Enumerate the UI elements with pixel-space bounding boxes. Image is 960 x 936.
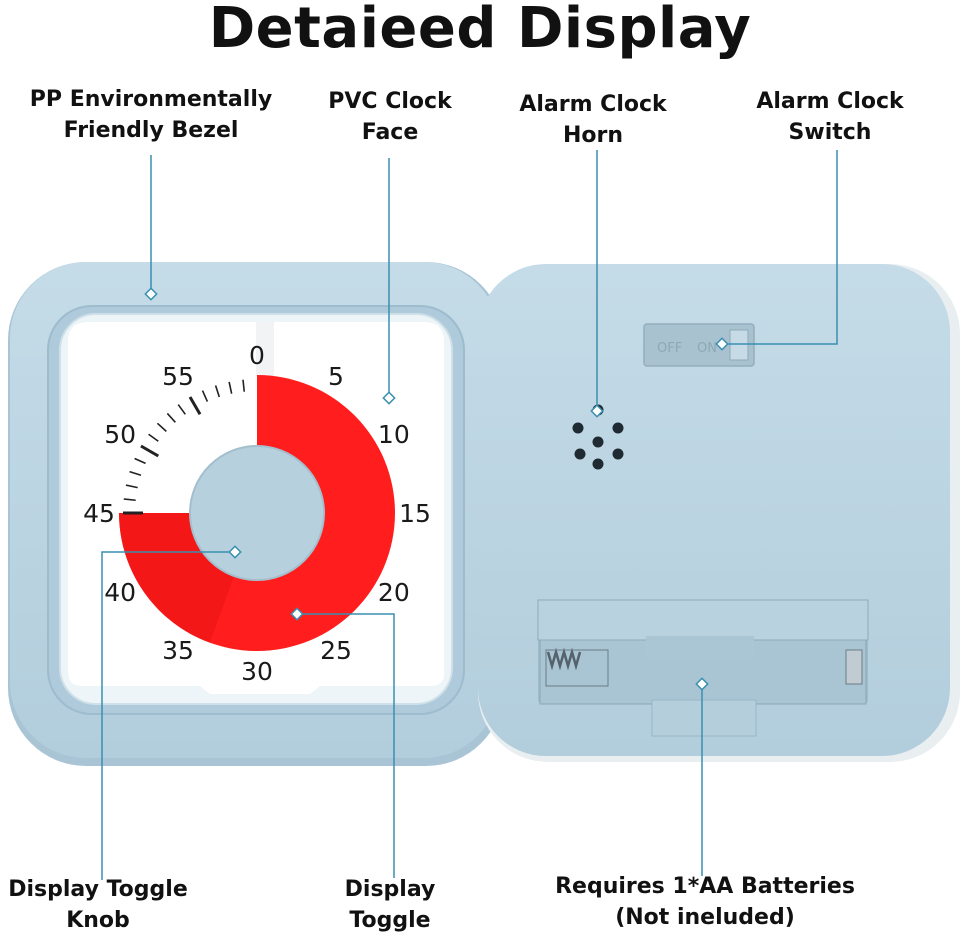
face-label-line2: Face (361, 120, 419, 145)
bezel-label: PP Environmentally Friendly Bezel (20, 84, 282, 146)
dial-number: 30 (241, 657, 273, 686)
dial-number: 5 (328, 362, 344, 391)
dial-tick (134, 457, 146, 465)
dial-tick (242, 379, 246, 392)
horn-label: Alarm Clock Horn (503, 89, 683, 151)
switch-label: Alarm Clock Switch (740, 86, 920, 148)
dial-number: 55 (162, 362, 194, 391)
horn-label-line2: Horn (562, 123, 624, 148)
bezel-label-line2: Friendly Bezel (63, 118, 239, 143)
face-label-line1: PVC Clock (328, 89, 452, 114)
switch-leader (723, 150, 838, 345)
page-title: Detaieed Display (208, 0, 752, 61)
knob-label-line2: Knob (66, 908, 130, 933)
dial-tick (156, 422, 167, 432)
toggle-label: Display Toggle (320, 874, 460, 936)
bezel-label-line1: PP Environmentally (29, 87, 273, 112)
switch-on-text: ON (697, 341, 717, 356)
knob-leader (101, 551, 235, 880)
toggle-label-line1: Display (344, 877, 436, 902)
face-marker (256, 322, 274, 376)
dial-number: 0 (249, 341, 265, 370)
toggle-leader (297, 613, 395, 878)
battery-latch (646, 636, 754, 660)
dial: 0 5 10 15 20 25 30 35 40 45 50 55 (83, 341, 431, 686)
battery-contact-right (845, 649, 863, 685)
battery-label-line1: Requires 1*AA Batteries (555, 874, 855, 899)
switch-label-line2: Switch (788, 120, 872, 145)
switch-label-line1: Alarm Clock (756, 89, 904, 114)
dial-tick (166, 412, 176, 423)
dial-number: 45 (83, 499, 115, 528)
timer-back: OFF ON (478, 264, 960, 762)
dial-tick (140, 444, 160, 458)
dial-tick (123, 498, 136, 502)
dial-number: 35 (162, 636, 194, 665)
horn-label-line1: Alarm Clock (519, 92, 667, 117)
face-label: PVC Clock Face (310, 86, 470, 148)
display-toggle-knob[interactable] (189, 445, 325, 581)
battery-label: Requires 1*AA Batteries (Not ineluded) (545, 871, 865, 933)
dial-number: 25 (320, 636, 352, 665)
dial-tick (129, 470, 142, 477)
alarm-switch-knob[interactable] (729, 329, 749, 361)
dial-number: 20 (378, 578, 410, 607)
dial-number: 15 (399, 499, 431, 528)
leader-markers (144, 287, 729, 691)
switch-off-text: OFF (657, 341, 682, 356)
dial-number: 50 (104, 420, 136, 449)
dial-number: 10 (378, 420, 410, 449)
leader-lines (101, 150, 838, 880)
battery-tab (651, 699, 757, 737)
dial-tick (228, 381, 233, 394)
dial-number: 40 (104, 578, 136, 607)
dial-tick (177, 404, 186, 415)
dial-tick (214, 385, 221, 398)
knob-label-line1: Display Toggle (8, 877, 188, 902)
alarm-switch-slot[interactable] (643, 323, 755, 367)
spring-icon (546, 647, 582, 671)
dial-tick (188, 396, 202, 416)
timer-front: 0 5 10 15 20 25 30 35 40 45 50 55 (8, 262, 504, 766)
dial-tick (125, 484, 138, 489)
battery-lip (537, 599, 869, 641)
dial-tick (201, 390, 209, 402)
dial-tick (148, 433, 159, 442)
battery-label-line2: (Not ineluded) (615, 905, 795, 930)
battery-contact-left (545, 649, 609, 687)
toggle-label-line2: Toggle (349, 908, 431, 933)
knob-label: Display Toggle Knob (2, 874, 194, 936)
